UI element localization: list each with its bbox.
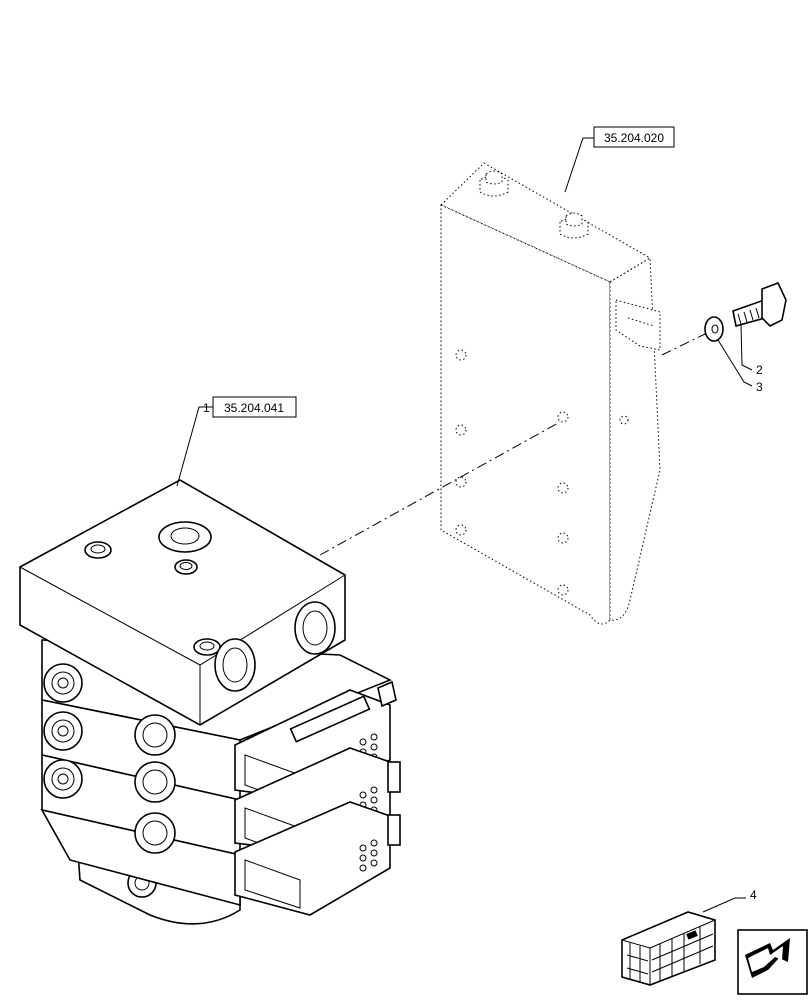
next-page-arrow-icon[interactable] [737,929,808,995]
callout-4: 4 [750,888,757,902]
bolt-alignment-line [661,333,706,356]
control-valve [19,479,401,925]
bolt [732,281,787,328]
mounting-bracket [440,162,661,625]
callout-1: 1 [203,401,210,415]
washer [704,316,724,342]
solenoid-module [234,801,401,916]
callout-2: 2 [756,363,763,377]
kit-box-icon [621,911,716,986]
valve-ref-label: 35.204.041 [224,401,284,415]
bracket-ref-box [593,126,675,148]
valve-alignment-line [319,421,561,556]
callout-3: 3 [756,380,763,394]
bracket-ref-label: 35.204.020 [604,131,664,145]
